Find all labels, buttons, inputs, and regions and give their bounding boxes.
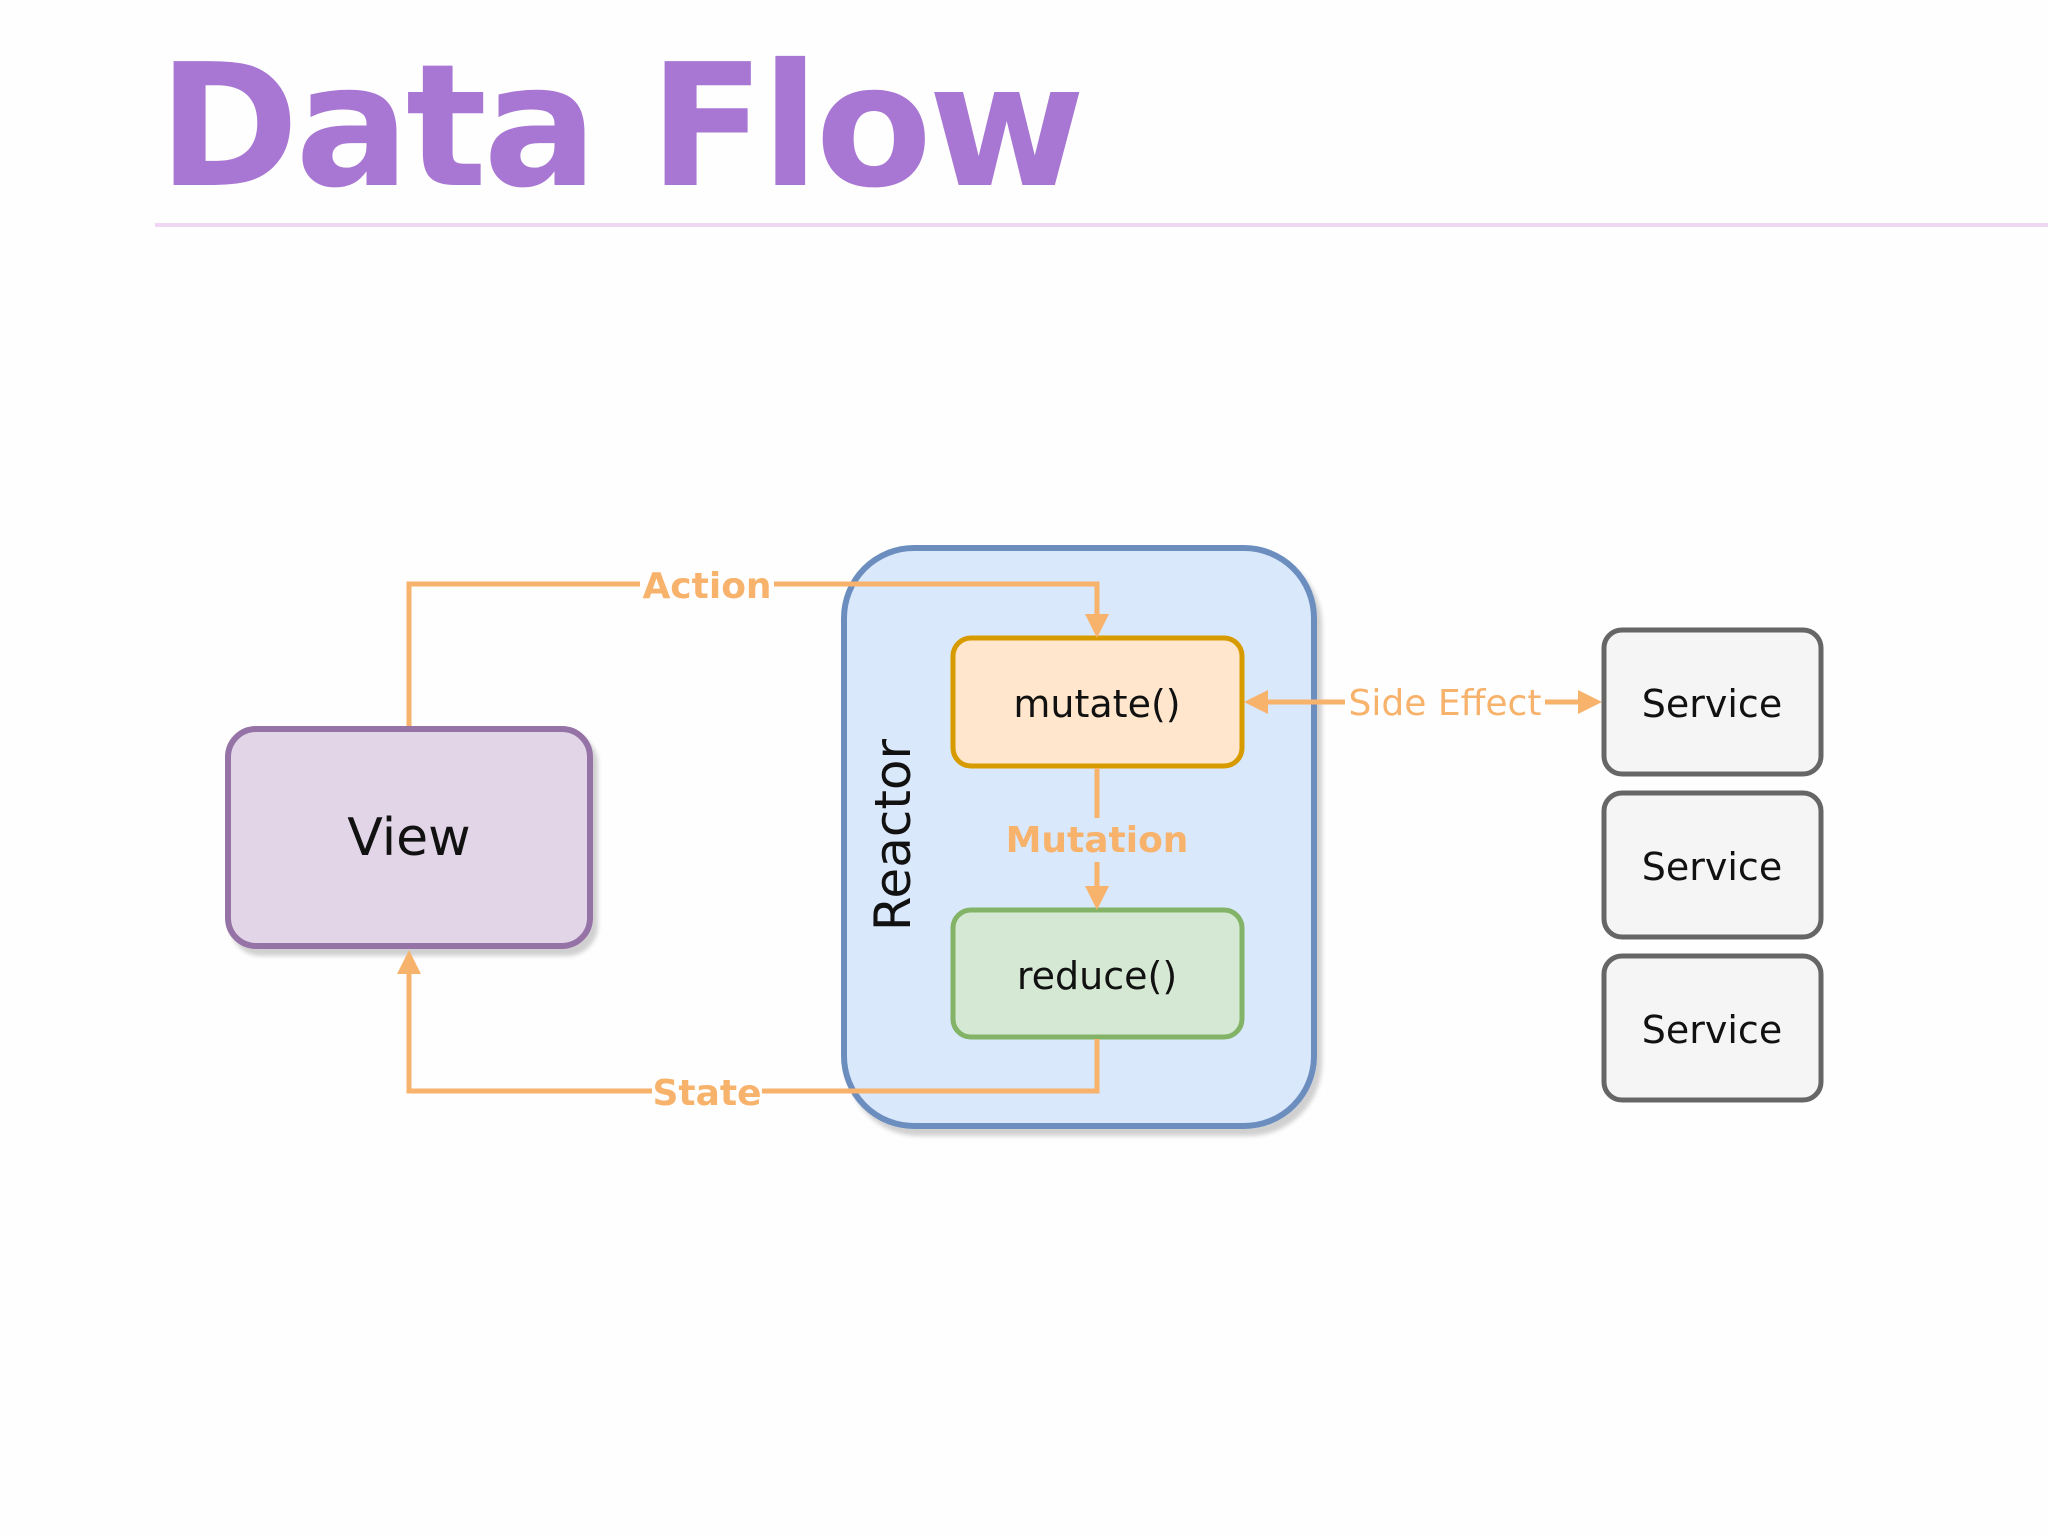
state-arrowhead bbox=[397, 950, 421, 974]
state-edge: State bbox=[397, 950, 1100, 1114]
action-label-bg bbox=[640, 562, 774, 606]
slide-title: Data Flow bbox=[158, 28, 1085, 226]
mutation-label-bg bbox=[1005, 818, 1189, 862]
side-effect-label-bg bbox=[1345, 680, 1545, 724]
mutate-label: mutate() bbox=[1013, 682, 1180, 726]
state-label-bg bbox=[652, 1069, 762, 1113]
service-label-1: Service bbox=[1642, 682, 1782, 726]
action-label: Action bbox=[642, 566, 771, 607]
side-effect-edge: Side Effect bbox=[1244, 680, 1602, 724]
service-stack: Service Service Service bbox=[1601, 627, 1824, 1103]
action-edge: Action bbox=[406, 562, 1109, 726]
mutation-arrowhead bbox=[1085, 886, 1109, 910]
service-box-2 bbox=[1601, 790, 1824, 940]
mutation-edge: Mutation bbox=[1005, 768, 1189, 910]
side-effect-arrowhead-right bbox=[1578, 690, 1602, 714]
action-arrowhead bbox=[1085, 614, 1109, 638]
mutate-box bbox=[950, 635, 1245, 769]
reduce-label: reduce() bbox=[1017, 954, 1177, 998]
service-label-3: Service bbox=[1642, 1008, 1782, 1052]
view-label: View bbox=[347, 808, 470, 868]
service-label-2: Service bbox=[1642, 845, 1782, 889]
side-effect-label: Side Effect bbox=[1349, 683, 1542, 724]
title-divider bbox=[155, 223, 2048, 227]
side-effect-arrowhead-left bbox=[1244, 690, 1268, 714]
view-box bbox=[225, 726, 593, 949]
reactor-label: Reactor bbox=[864, 738, 922, 931]
mutation-label: Mutation bbox=[1006, 820, 1189, 861]
reduce-box bbox=[950, 907, 1245, 1040]
service-box-1 bbox=[1601, 627, 1824, 777]
state-label: State bbox=[652, 1073, 761, 1114]
service-box-3 bbox=[1601, 953, 1824, 1103]
